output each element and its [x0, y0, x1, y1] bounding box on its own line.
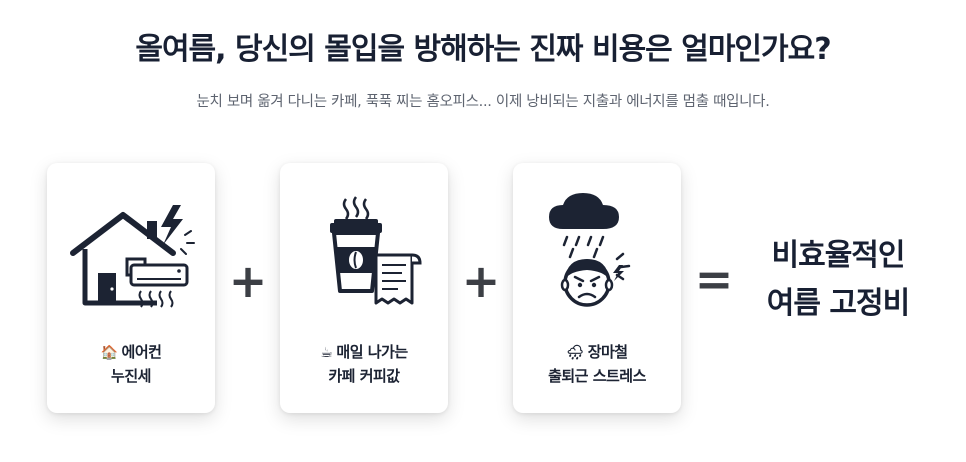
- rain-stress-icon: [549, 193, 631, 307]
- card-commute-stress: 🌧장마철 출퇴근 스트레스: [513, 163, 681, 413]
- equals-operator: =: [694, 252, 734, 306]
- plus-operator: +: [228, 254, 268, 308]
- card-label: ☕매일 나가는 카페 커피값: [320, 343, 408, 385]
- rain-cloud-icon: 🌧: [566, 345, 584, 361]
- page-subtitle: 눈치 보며 옮겨 다니는 카페, 푹푹 찌는 홈오피스... 이제 낭비되는 지…: [196, 94, 770, 110]
- card-label: 🌧장마철 출퇴근 스트레스: [548, 343, 646, 385]
- result-text: 비효율적인 여름 고정비: [766, 238, 910, 321]
- page-title: 올여름, 당신의 몰입을 방해하는 진짜 비용은 얼마인가요?: [135, 32, 831, 67]
- card-label: 🏠에어컨 누진세: [100, 343, 162, 385]
- coffee-receipt-icon: [330, 196, 422, 305]
- house-icon: 🏠: [100, 345, 118, 361]
- plus-operator: +: [461, 254, 501, 308]
- house-aircon-icon: [70, 205, 195, 308]
- card-aircon-cost: 🏠에어컨 누진세: [47, 163, 215, 413]
- coffee-icon: ☕: [320, 345, 333, 361]
- card-cafe-cost: ☕매일 나가는 카페 커피값: [280, 163, 448, 413]
